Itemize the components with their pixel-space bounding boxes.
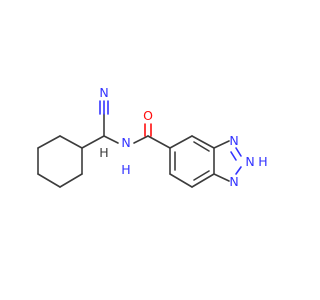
bond-cyclohexyl-1 bbox=[59, 135, 83, 149]
bond-triazole-n2-n3 bbox=[235, 166, 242, 175]
bond-carbonyl-aryl bbox=[147, 135, 171, 149]
bond-cyclohexyl-alpha bbox=[81, 135, 105, 149]
triazole-nitrogen-1-label: N bbox=[229, 133, 238, 148]
atom-labels: N H N H O N N H N bbox=[99, 85, 267, 189]
bonds bbox=[37, 113, 230, 188]
molecule-structure: N H N H O N N H N bbox=[0, 0, 300, 300]
bond-triazole-n1-n2-inner bbox=[230, 151, 237, 161]
triazole-nitrogen-2-label: N bbox=[245, 154, 254, 169]
bond-triazole-1 bbox=[213, 140, 230, 149]
bond-benzene-1 bbox=[169, 135, 193, 149]
triazole-hydrogen-label: H bbox=[258, 154, 267, 169]
bond-alpha-amide-n bbox=[103, 135, 119, 144]
bond-benzene-5 bbox=[169, 173, 193, 188]
amide-nitrogen-label: N bbox=[121, 135, 130, 150]
nitrile-triple-bond bbox=[99, 100, 109, 115]
carbonyl-double-bond bbox=[144, 123, 152, 137]
background bbox=[0, 0, 300, 300]
bond-benzene-inner-2 bbox=[193, 170, 210, 181]
bond-cyclohexyl-2 bbox=[37, 135, 61, 149]
bond-cyclohexyl-5 bbox=[59, 173, 83, 188]
amide-hydrogen-label: H bbox=[121, 162, 130, 177]
bond-cyclohexyl-4 bbox=[37, 173, 61, 188]
bond-triazole-n1-n2 bbox=[235, 147, 242, 157]
bond-benzene-2 bbox=[191, 135, 215, 149]
carbonyl-oxygen-label: O bbox=[143, 108, 153, 123]
triazole-nitrogen-3-label: N bbox=[229, 174, 238, 189]
bond-benzene-inner-1 bbox=[193, 141, 210, 152]
bond-triazole-2 bbox=[213, 173, 230, 182]
bond-benzene-4 bbox=[191, 173, 215, 188]
triazole-nitrogen-bonds bbox=[230, 147, 242, 175]
alpha-hydrogen-label: H bbox=[99, 145, 108, 160]
bond-amide-n-carbonyl bbox=[133, 135, 149, 144]
cyano-nitrogen-label: N bbox=[99, 85, 108, 100]
